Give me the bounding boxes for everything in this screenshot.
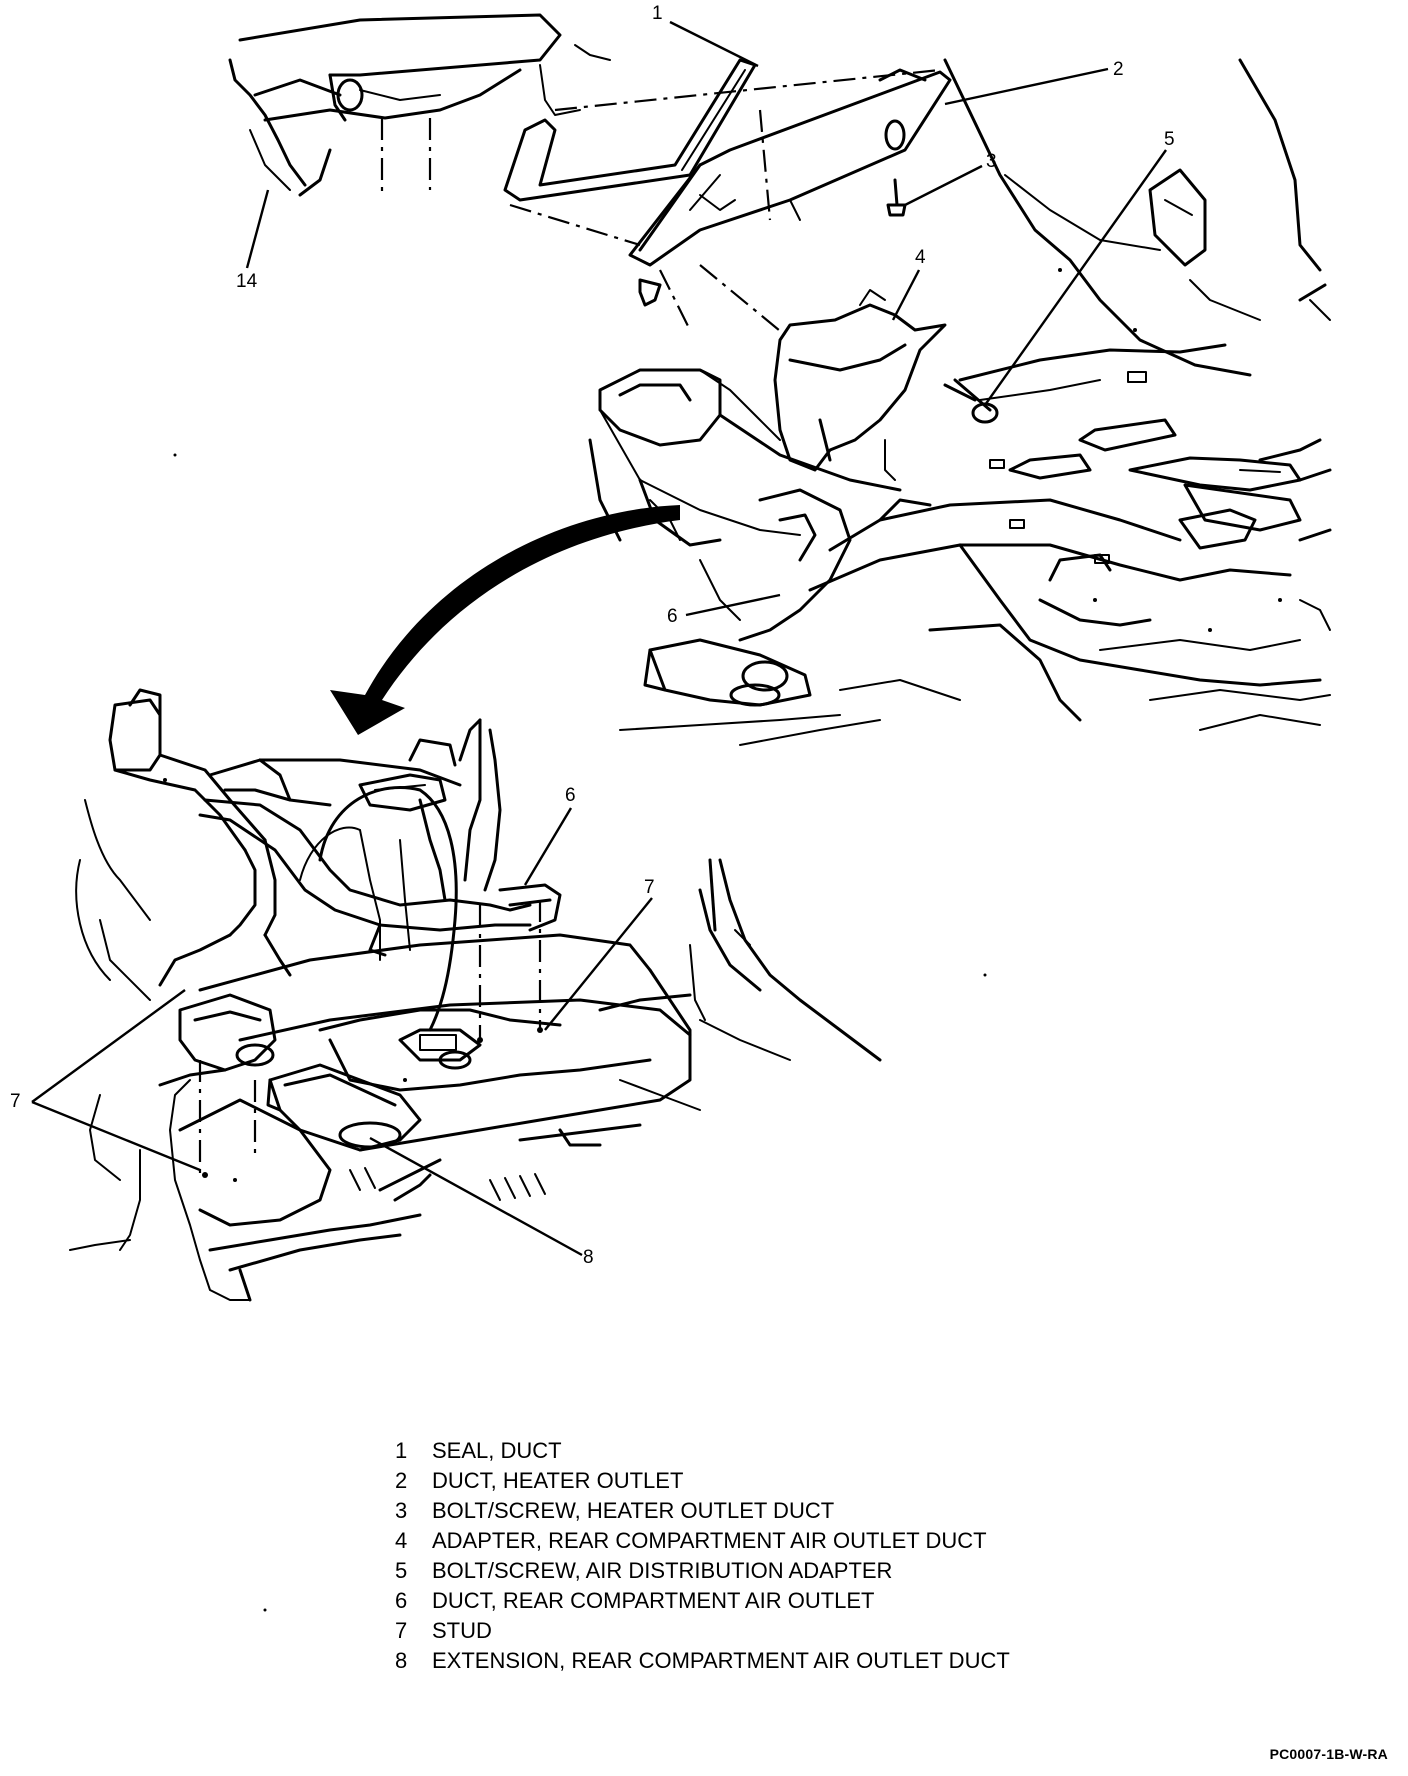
callout-8: 8 (583, 1247, 594, 1268)
legend-number: 4 (395, 1528, 408, 1553)
heater-duct-bolt-drawing (886, 178, 907, 217)
legend-number: 1 (395, 1438, 408, 1463)
legend-text: DUCT, HEATER OUTLET (432, 1468, 684, 1493)
legend-item: 3 BOLT/SCREW, HEATER OUTLET DUCT (395, 1496, 1010, 1526)
legend-item: 2 DUCT, HEATER OUTLET (395, 1466, 1010, 1496)
legend-text: ADAPTER, REAR COMPARTMENT AIR OUTLET DUC… (432, 1528, 987, 1553)
legend-item: 4 ADAPTER, REAR COMPARTMENT AIR OUTLET DU… (395, 1526, 1010, 1556)
legend-item: 8 EXTENSION, REAR COMPARTMENT AIR OUTLET … (395, 1646, 1010, 1676)
callout-4: 4 (915, 247, 926, 268)
callout-1: 1 (652, 3, 663, 24)
callout-2: 2 (1113, 59, 1124, 80)
legend-number: 7 (395, 1618, 408, 1643)
legend-text: BOLT/SCREW, HEATER OUTLET DUCT (432, 1498, 835, 1523)
legend-text: DUCT, REAR COMPARTMENT AIR OUTLET (432, 1588, 875, 1613)
callout-3: 3 (986, 151, 997, 172)
legend-text: SEAL, DUCT (432, 1438, 562, 1463)
callout-7-left: 7 (10, 1091, 21, 1112)
callout-6-detail: 6 (565, 785, 576, 806)
heater-housing-drawing (228, 13, 611, 197)
legend-number: 5 (395, 1558, 408, 1583)
legend-text: BOLT/SCREW, AIR DISTRIBUTION ADAPTER (432, 1558, 893, 1583)
callout-14: 14 (236, 271, 258, 292)
heater-outlet-duct-drawing (509, 68, 952, 267)
legend-item: 7 STUD (395, 1616, 1010, 1646)
duct-clip-drawing (638, 269, 691, 331)
detail-arrow (330, 505, 680, 735)
figure-code: PC0007-1B-W-RA (1269, 1746, 1388, 1762)
vehicle-floor-top-drawing (588, 58, 1332, 746)
legend-number: 8 (395, 1648, 408, 1673)
legend-number: 2 (395, 1468, 408, 1493)
legend-number: 6 (395, 1588, 408, 1613)
callout-leaders (31, 20, 1167, 1257)
duct-seal-drawing (503, 58, 757, 202)
callout-6-top: 6 (667, 606, 678, 627)
legend-text: EXTENSION, REAR COMPARTMENT AIR OUTLET D… (432, 1648, 1010, 1673)
legend-number: 3 (395, 1498, 408, 1523)
callout-5: 5 (1164, 129, 1175, 150)
air-outlet-adapter-drawing (699, 264, 947, 481)
legend-item: 1 SEAL, DUCT (395, 1436, 1010, 1466)
callout-7-right: 7 (644, 877, 655, 898)
legend-item: 5 BOLT/SCREW, AIR DISTRIBUTION ADAPTER (395, 1556, 1010, 1586)
legend-item: 6 DUCT, REAR COMPARTMENT AIR OUTLET (395, 1586, 1010, 1616)
legend-text: STUD (432, 1618, 492, 1643)
vehicle-floor-detail-drawing (69, 453, 987, 1612)
